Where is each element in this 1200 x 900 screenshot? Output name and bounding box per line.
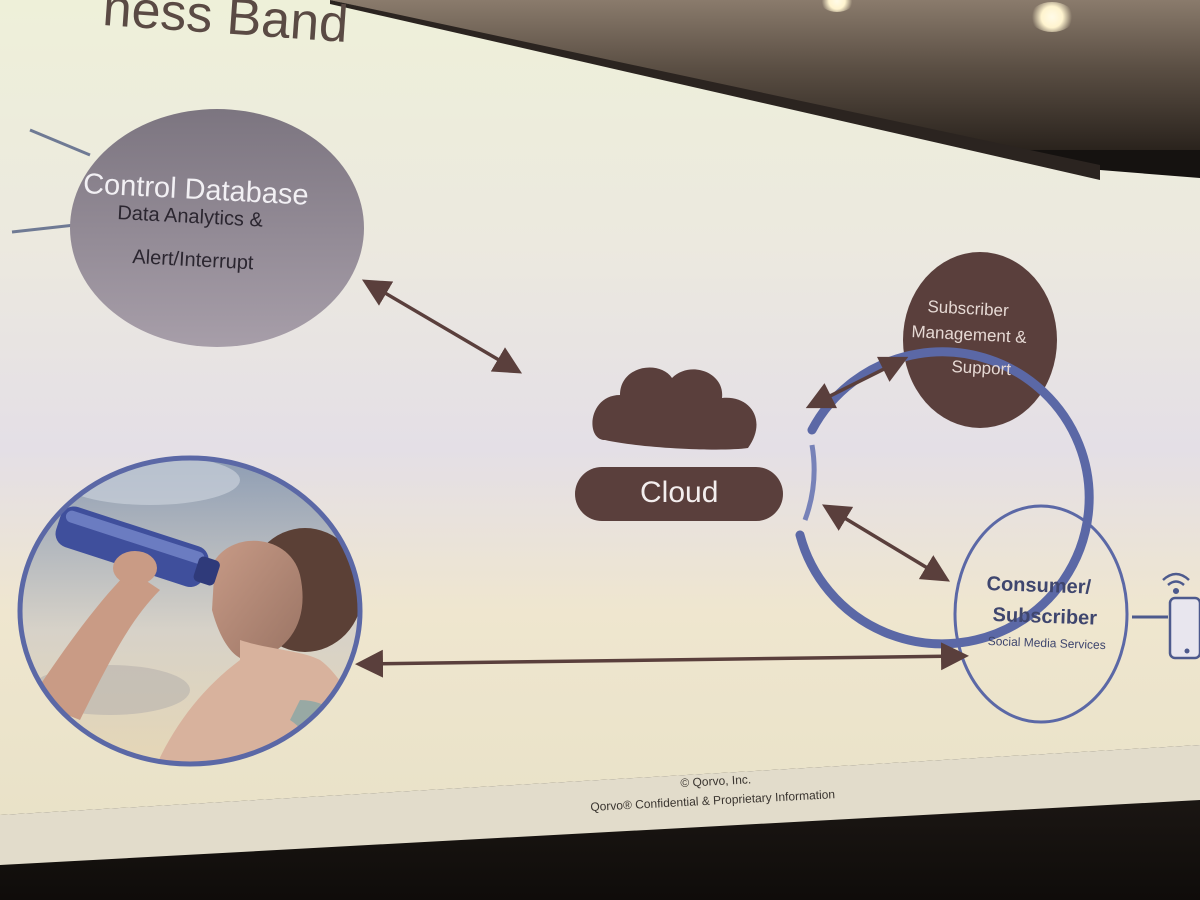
arrow-cloud-consumer (822, 504, 950, 582)
cloud-label: Cloud (640, 476, 719, 509)
subscriber-management-circle (903, 252, 1057, 428)
cloud-ring (795, 347, 1094, 649)
wireless-signal-icon (1162, 572, 1190, 595)
smartphone-icon (1132, 596, 1200, 660)
arrow-control-cloud (361, 279, 523, 374)
subscriber-management-line1: Subscriber (927, 297, 1010, 321)
arrow-cloud-subscriber (805, 356, 909, 409)
arrow-photo-consumer (355, 642, 969, 678)
cloud-ring-highlight (802, 444, 817, 521)
consumer-circle (953, 504, 1129, 724)
woman-drinking-photo (17, 455, 363, 767)
decorative-line (11, 223, 76, 234)
consumer-line2: Subscriber (992, 604, 1098, 630)
ceiling-light (1030, 2, 1074, 32)
cloud-icon (592, 367, 757, 450)
decorative-line (29, 128, 91, 157)
screen-top-edge (330, 0, 1100, 180)
slide-footer-band (0, 745, 1200, 865)
consumer-line1: Consumer/ (986, 573, 1092, 599)
ceiling-light (820, 0, 854, 12)
subscriber-management-line3: Support (951, 357, 1012, 380)
control-database-circle (70, 109, 364, 347)
cloud-label-pill (575, 467, 783, 521)
